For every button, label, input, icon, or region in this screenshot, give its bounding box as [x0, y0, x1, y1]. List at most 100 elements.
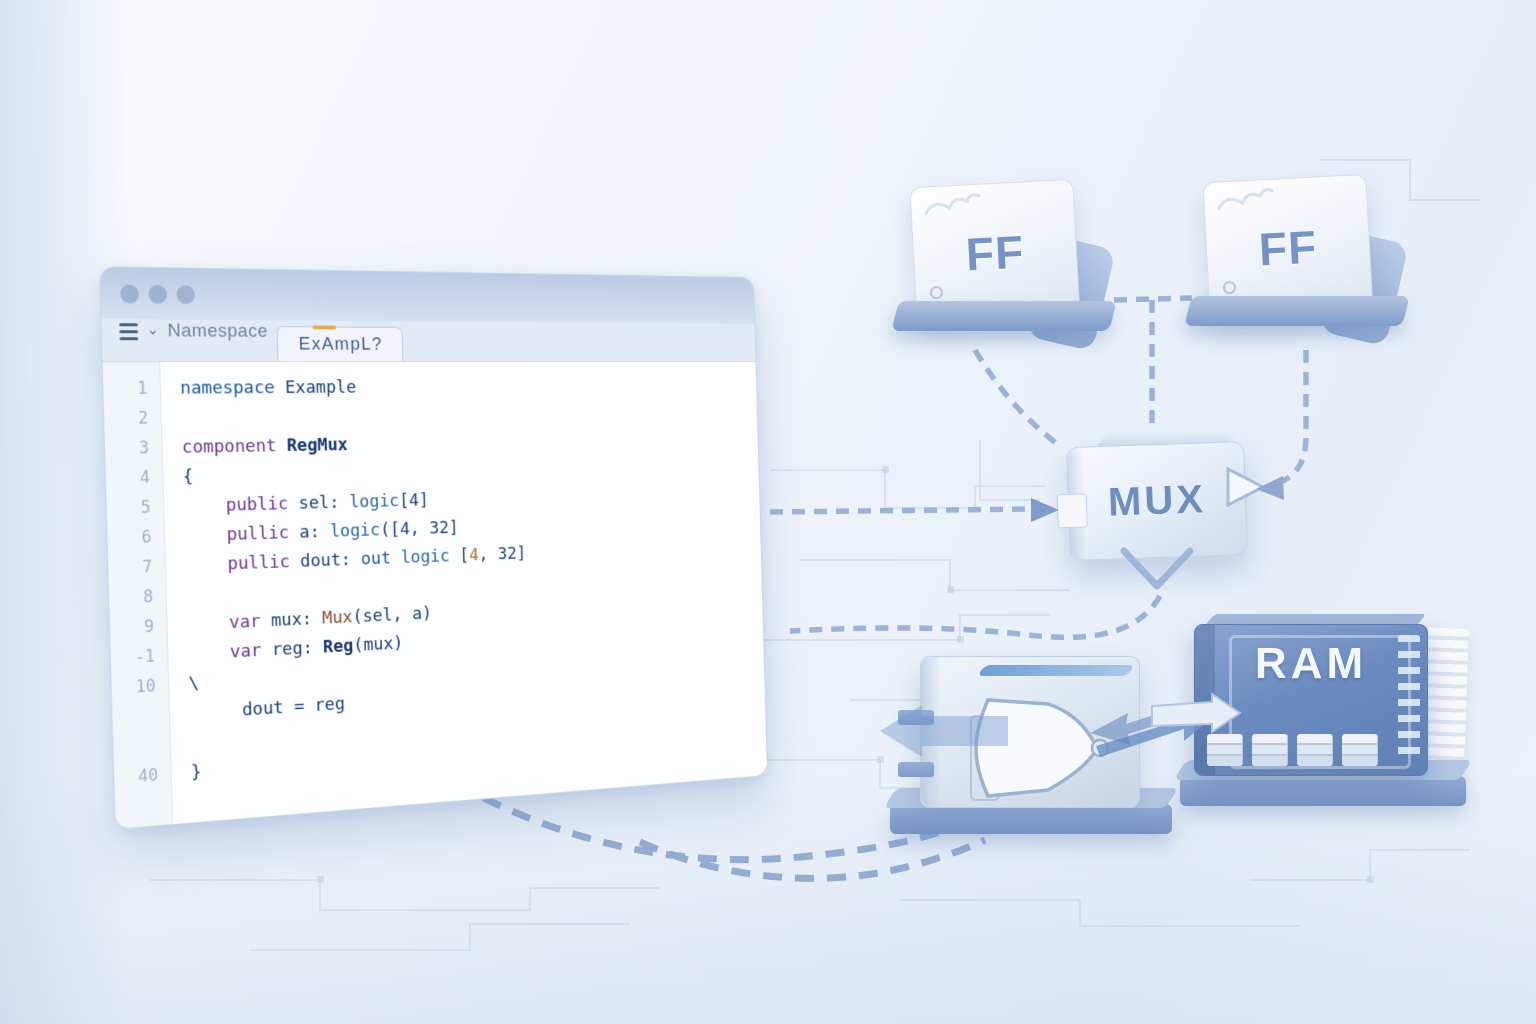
register-side-panel	[970, 715, 1000, 801]
code-token	[187, 642, 230, 665]
ff-card: FF	[1202, 173, 1374, 323]
ram-block: RAM	[1173, 608, 1475, 826]
traffic-light-dot[interactable]	[176, 284, 196, 304]
connector-ff1-to-mux	[972, 348, 1062, 449]
memory-cell-stack	[1252, 734, 1288, 766]
code-token: logic	[329, 519, 381, 542]
code-token: dout = reg	[241, 693, 346, 721]
code-token: var	[229, 639, 273, 663]
gutter-line-number: 1	[137, 378, 148, 399]
ram-slot-column	[1398, 635, 1420, 763]
ff-squiggle-decoration	[1217, 188, 1274, 211]
code-token: RegMux	[286, 434, 349, 456]
mux-label: MUX	[1107, 476, 1207, 525]
code-token: logic	[349, 490, 400, 513]
ram-body: RAM	[1194, 624, 1428, 776]
gutter-line-number	[113, 730, 170, 764]
ff-label: FF	[1257, 220, 1319, 276]
connector-ff-horizontal	[1113, 295, 1193, 303]
code-token: (sel, a)	[352, 603, 433, 628]
mux-block: MUX	[1040, 428, 1275, 578]
code-token: 4	[468, 545, 479, 566]
code-token: a:	[299, 521, 331, 543]
traffic-light-dot[interactable]	[148, 284, 168, 304]
namespace-label: Namespace	[167, 320, 269, 342]
code-token: }	[190, 761, 202, 784]
code-token	[185, 554, 228, 576]
register-input-pin	[898, 762, 934, 777]
ff-squiggle-decoration	[924, 193, 981, 216]
code-token: mux:	[270, 608, 323, 632]
code-token: (mux)	[353, 633, 404, 656]
code-token	[186, 613, 229, 636]
code-token: public	[225, 493, 299, 516]
menu-icon[interactable]	[119, 322, 139, 340]
code-token: reg:	[271, 637, 324, 661]
register-body	[920, 656, 1140, 808]
gutter-line-number: 9	[143, 616, 155, 638]
code-token: logic	[400, 545, 460, 568]
code-token: Reg	[322, 635, 354, 658]
gutter-line-number: 3	[138, 438, 150, 459]
tab-label: ExAmpL?	[298, 333, 384, 354]
gutter-line-number: -1	[134, 646, 156, 668]
code-token: [	[459, 545, 470, 566]
chevron-down-icon[interactable]: ⌄	[146, 320, 160, 338]
ram-memory-cells	[1207, 734, 1378, 766]
code-token: {	[182, 466, 194, 488]
gutter-line-number: 2	[137, 408, 149, 429]
ff-block-2: FF	[1184, 173, 1410, 350]
ff-label: FF	[964, 225, 1026, 281]
ff-stand-base	[891, 301, 1117, 331]
editor-tabbar: ⌄ Namespace ExAmpL?	[101, 319, 756, 363]
code-token: dout:	[299, 549, 362, 572]
code-token: ([4, 32]	[379, 517, 459, 540]
code-token	[183, 495, 226, 517]
gutter-line-number: 8	[142, 587, 154, 608]
ram-label: RAM	[1254, 639, 1368, 688]
gutter-line-number: 5	[140, 497, 151, 519]
traffic-light-dot[interactable]	[120, 283, 140, 303]
code-token: out	[360, 547, 402, 570]
ff-pin-dot	[929, 285, 944, 300]
memory-cell-stack	[1207, 734, 1243, 766]
ff-card: FF	[909, 178, 1081, 328]
mux-body: MUX	[1056, 440, 1248, 562]
connector-editor-to-register-b	[638, 836, 987, 882]
code-token: component	[181, 435, 287, 458]
gutter-line-number	[112, 700, 169, 733]
gutter-line-number: 6	[141, 527, 152, 548]
connector-mux-to-editor	[789, 594, 1163, 641]
gutter-line-number: 40	[137, 765, 159, 788]
code-token: Example	[284, 377, 357, 398]
code-token	[189, 700, 242, 724]
ff-block-1: FF	[891, 178, 1117, 355]
code-token: [4]	[398, 490, 429, 511]
register-glass-slot	[977, 665, 1135, 676]
register-base	[883, 788, 1179, 834]
gutter-line-number: 10	[135, 676, 156, 698]
code-token	[184, 524, 227, 546]
code-token: pullic	[226, 522, 300, 546]
ff-pin-dot	[1222, 280, 1237, 295]
memory-cell-stack	[1342, 734, 1378, 766]
tab-accent-mark	[312, 325, 337, 330]
code-token: sel:	[298, 492, 350, 514]
code-token: Mux	[321, 606, 353, 629]
gutter-line-number: 4	[139, 468, 151, 489]
ram-base	[1173, 760, 1473, 806]
mux-left-port	[1056, 493, 1088, 529]
connector-ff2-to-mux	[1267, 350, 1309, 490]
code-token: namespace	[179, 377, 286, 399]
code-token: , 32]	[478, 543, 527, 565]
ff-stand-base	[1184, 296, 1410, 326]
code-token: pullic	[227, 551, 301, 575]
connector-editor-to-register-a	[453, 779, 957, 864]
register-block	[880, 638, 1180, 853]
code-token: \	[188, 673, 200, 695]
connector-editor-to-mux	[769, 506, 1031, 515]
tab-example[interactable]: ExAmpL?	[276, 325, 404, 362]
